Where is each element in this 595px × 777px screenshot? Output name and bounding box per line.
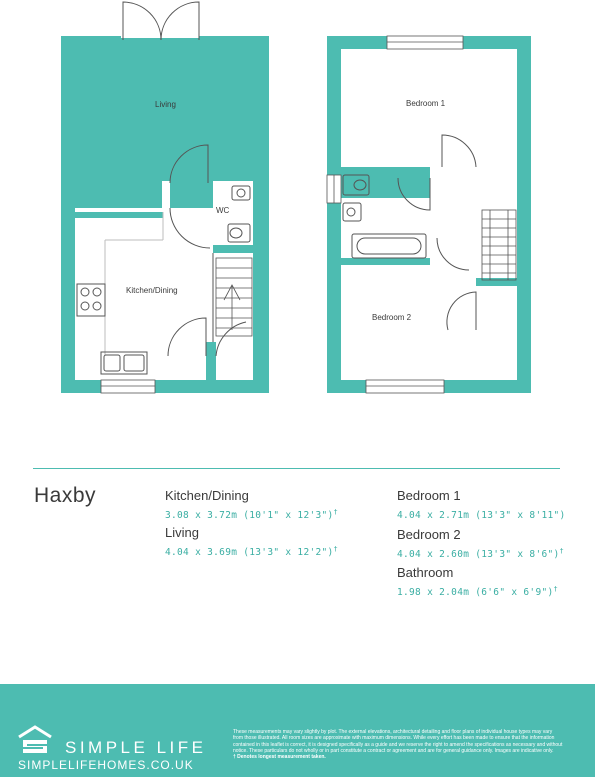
- bed2-window: [365, 379, 445, 394]
- room-name: Kitchen/Dining: [165, 488, 249, 503]
- simple-life-logo-icon: [18, 725, 52, 753]
- label-bedroom2: Bedroom 2: [372, 313, 412, 322]
- kitchen-sink: [100, 351, 148, 375]
- brand-url[interactable]: SIMPLELIFEHOMES.CO.UK: [18, 758, 194, 772]
- bathroom-fixtures: [342, 174, 427, 259]
- hob: [76, 283, 106, 317]
- room-bedroom2: Bedroom 2 4.04 x 2.60m (13'3" x 8'6")†: [397, 527, 564, 560]
- section-divider: [33, 468, 560, 469]
- room-dims: 3.08 x 3.72m (10'1" x 12'3")†: [165, 508, 339, 522]
- footer: [0, 684, 595, 777]
- room-dims: 4.04 x 3.69m (13'3" x 12'2")†: [165, 545, 339, 559]
- room-name: Bedroom 1: [397, 488, 461, 503]
- wc-door: [169, 207, 211, 249]
- first-floor-walls: [327, 36, 531, 393]
- ground-stairs: [215, 257, 253, 337]
- first-stairs: [481, 209, 517, 281]
- first-floor-doors: [397, 134, 477, 331]
- first-floor-plan: Bedroom 1 Bedroom 2: [326, 35, 531, 394]
- wc-fixtures: [227, 185, 251, 243]
- room-name: Bedroom 2: [397, 527, 461, 542]
- room-bathroom: Bathroom 1.98 x 2.04m (6'6" x 6'9")†: [397, 565, 558, 598]
- room-living: Living 4.04 x 3.69m (13'3" x 12'2")†: [165, 525, 338, 558]
- room-bedroom1: Bedroom 1 4.04 x 2.71m (13'3" x 8'11"): [397, 488, 566, 521]
- french-doors: [122, 1, 200, 41]
- label-living: Living: [155, 100, 176, 109]
- room-kitchen-dining: Kitchen/Dining 3.08 x 3.72m (10'1" x 12'…: [165, 488, 338, 521]
- room-dims: 1.98 x 2.04m (6'6" x 6'9")†: [397, 585, 559, 599]
- room-name: Bathroom: [397, 565, 454, 580]
- room-dims: 4.04 x 2.60m (13'3" x 8'6")†: [397, 547, 565, 561]
- label-bedroom1: Bedroom 1: [406, 99, 446, 108]
- label-kitchen-dining: Kitchen/Dining: [126, 286, 178, 295]
- ground-floor-plan: Living WC Kitchen/Dining: [61, 1, 269, 394]
- floor-plans: Living WC Kitchen/Dining: [61, 1, 531, 394]
- room-name: Living: [165, 525, 199, 540]
- ground-floor-walls: [61, 36, 269, 393]
- living-door: [169, 144, 209, 184]
- house-name: Haxby: [34, 484, 97, 507]
- brand-name: SIMPLE LIFE: [65, 738, 207, 757]
- front-door: [167, 317, 207, 357]
- bed1-window: [386, 35, 464, 50]
- label-wc: WC: [216, 206, 230, 215]
- kitchen-window: [100, 379, 156, 394]
- disclaimer: These measurements may vary slightly by …: [233, 729, 563, 761]
- room-dims: 4.04 x 2.71m (13'3" x 8'11"): [397, 510, 566, 522]
